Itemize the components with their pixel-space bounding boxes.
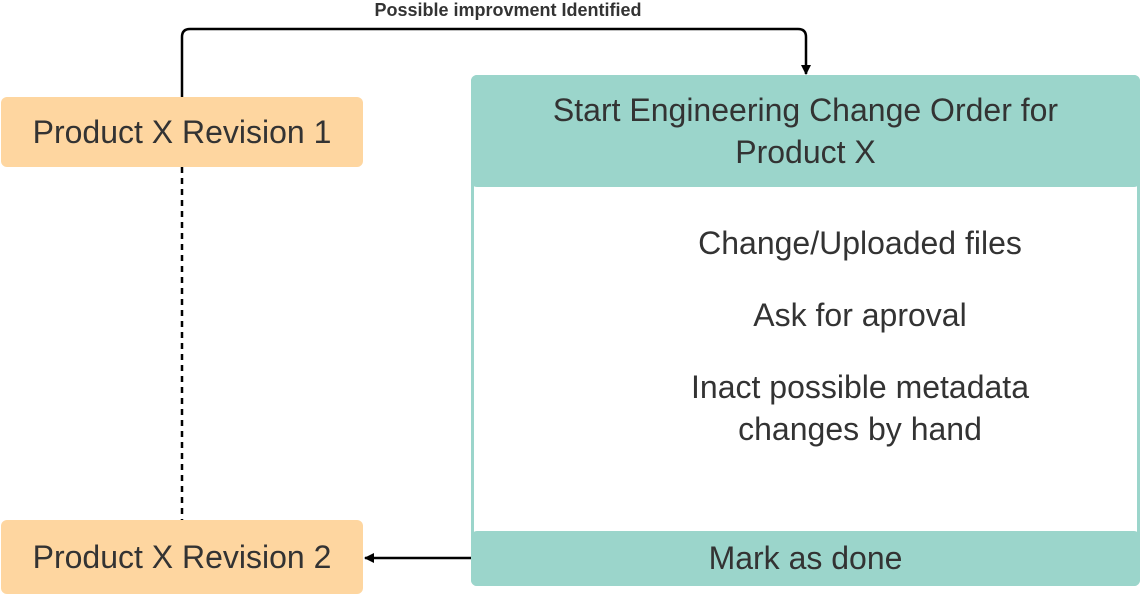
- improvement-edge-label: Possible improvment Identified: [374, 0, 642, 20]
- mark-done-label: Mark as done: [708, 540, 903, 576]
- step-change-files: Change/Uploaded files: [698, 225, 1022, 261]
- change-order-header: Start Engineering Change Order for Produ…: [471, 75, 1140, 187]
- product-revision-1-label: Product X Revision 1: [32, 113, 332, 150]
- change-order-title: Start Engineering Change Order for Produ…: [552, 92, 1059, 170]
- step-ask-approval: Ask for aproval: [753, 297, 967, 333]
- mark-done-node: Mark as done: [471, 531, 1140, 586]
- improvement-connector: [180, 27, 811, 97]
- step-metadata-changes: Inact possible metadata changes by hand: [691, 369, 1029, 447]
- product-revision-2-label: Product X Revision 2: [32, 538, 332, 575]
- product-revision-1-node: Product X Revision 1: [1, 97, 363, 167]
- product-revision-2-node: Product X Revision 2: [1, 520, 363, 594]
